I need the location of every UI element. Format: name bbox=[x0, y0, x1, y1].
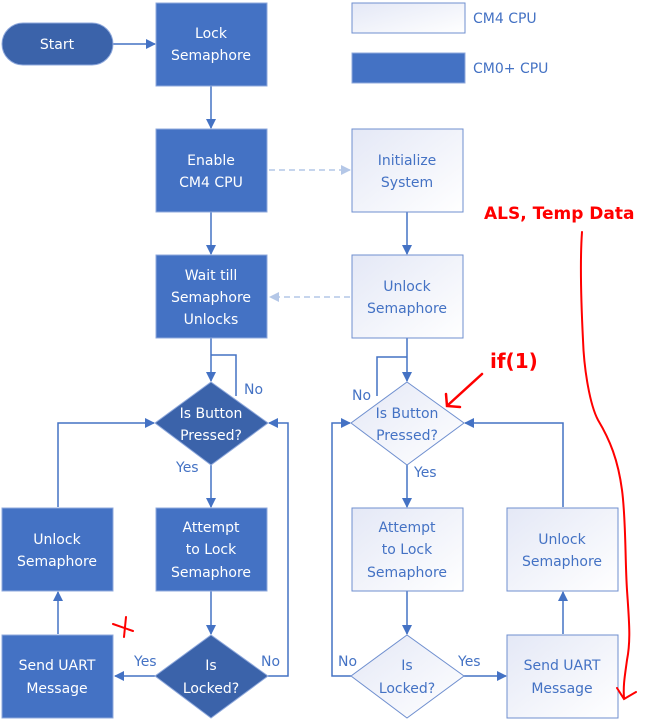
data-annotation-arrow bbox=[579, 231, 637, 701]
enable-label-line2: CM4 CPU bbox=[179, 175, 243, 191]
cm4-locked-no-label: No bbox=[338, 654, 357, 670]
node-enable-cm4: Enable CM4 CPU bbox=[155, 128, 268, 213]
cm4-button-no-loop bbox=[376, 356, 407, 396]
cm4-locked-yes-label: Yes bbox=[457, 654, 481, 670]
decision-is-locked: Is Locked? bbox=[154, 634, 269, 719]
node-cm4-send-uart: Send UART Message bbox=[506, 634, 619, 719]
lock-label-line2: Semaphore bbox=[171, 48, 251, 64]
button-no-loop bbox=[211, 354, 237, 396]
cm4-button-yes-label: Yes bbox=[413, 465, 437, 481]
unlock-to-button-loop bbox=[57, 418, 155, 507]
legend-cm0-swatch bbox=[351, 52, 466, 84]
node-start: Start bbox=[1, 22, 114, 66]
send-label-line2: Message bbox=[26, 681, 87, 697]
locked-no-label: No bbox=[261, 654, 280, 670]
wait-label-line2: Semaphore bbox=[171, 290, 251, 306]
cm4-send-line1: Send UART bbox=[524, 658, 601, 674]
attempt-label-line1: Attempt bbox=[183, 520, 240, 536]
send-label-line1: Send UART bbox=[19, 658, 96, 674]
button-label-line1: Is Button bbox=[180, 406, 243, 422]
decision-cm4-is-locked: Is Locked? bbox=[350, 634, 465, 719]
enable-label-line1: Enable bbox=[187, 153, 235, 169]
legend-cm0-label: CM0+ CPU bbox=[473, 61, 548, 77]
cm4-attempt-line2: to Lock bbox=[382, 542, 433, 558]
node-send-uart: Send UART Message bbox=[1, 634, 114, 719]
cm4-locked-line2: Locked? bbox=[379, 681, 435, 697]
annotations: if(1) ALS, Temp Data bbox=[112, 204, 637, 701]
node-attempt-lock: Attempt to Lock Semaphore bbox=[155, 507, 268, 592]
if-annotation-label: if(1) bbox=[490, 349, 538, 373]
decision-cm4-button-pressed: Is Button Pressed? bbox=[350, 381, 465, 466]
data-annotation-label: ALS, Temp Data bbox=[484, 204, 634, 224]
cm4-send-line2: Message bbox=[531, 681, 592, 697]
node-wait-semaphore: Wait till Semaphore Unlocks bbox=[155, 254, 268, 339]
node-cm4-attempt-lock: Attempt to Lock Semaphore bbox=[351, 507, 464, 592]
cm4-locked-no-loop bbox=[331, 418, 351, 677]
button-yes-label: Yes bbox=[175, 460, 199, 476]
start-label: Start bbox=[40, 37, 75, 53]
cm4-button-line1: Is Button bbox=[376, 406, 439, 422]
locked-label-line2: Locked? bbox=[183, 681, 239, 697]
cross-mark-icon bbox=[112, 616, 134, 638]
inter-cpu-connectors bbox=[269, 165, 351, 302]
wait-label-line3: Unlocks bbox=[184, 312, 239, 328]
init-label-line2: System bbox=[381, 175, 433, 191]
cm4-unlock-first-line2: Semaphore bbox=[367, 301, 447, 317]
node-unlock-semaphore: Unlock Semaphore bbox=[1, 507, 114, 592]
init-label-line1: Initialize bbox=[378, 153, 437, 169]
cm4-locked-line1: Is bbox=[401, 658, 412, 674]
node-initialize-system: Initialize System bbox=[351, 128, 464, 213]
cm4-unlock-line1: Unlock bbox=[538, 532, 586, 548]
legend-cm4-swatch bbox=[351, 2, 466, 34]
node-cm4-unlock-semaphore: Unlock Semaphore bbox=[506, 507, 619, 592]
cm4-unlock-first-line1: Unlock bbox=[383, 279, 431, 295]
wait-label-line1: Wait till bbox=[185, 268, 238, 284]
button-label-line2: Pressed? bbox=[180, 428, 242, 444]
button-no-label: No bbox=[244, 382, 263, 398]
node-lock-semaphore: Lock Semaphore bbox=[155, 2, 268, 87]
legend-cm4-label: CM4 CPU bbox=[473, 11, 537, 27]
cm4-button-no-label: No bbox=[352, 388, 371, 404]
cm0-connectors bbox=[53, 39, 289, 681]
locked-no-loop bbox=[268, 418, 289, 677]
attempt-label-line2: to Lock bbox=[186, 542, 237, 558]
locked-label-line1: Is bbox=[205, 658, 216, 674]
cm4-attempt-line3: Semaphore bbox=[367, 565, 447, 581]
legend: CM4 CPU CM0+ CPU bbox=[351, 2, 548, 84]
unlock-label-line1: Unlock bbox=[33, 532, 81, 548]
locked-yes-label: Yes bbox=[133, 654, 157, 670]
unlock-label-line2: Semaphore bbox=[17, 554, 97, 570]
node-cm4-unlock-first: Unlock Semaphore bbox=[351, 254, 464, 339]
cm4-unlock-line2: Semaphore bbox=[522, 554, 602, 570]
cm4-attempt-line1: Attempt bbox=[379, 520, 436, 536]
lock-label-line1: Lock bbox=[195, 26, 228, 42]
cm4-connectors bbox=[331, 212, 568, 681]
decision-button-pressed: Is Button Pressed? bbox=[154, 381, 269, 466]
if-annotation-arrow bbox=[444, 372, 484, 409]
attempt-label-line3: Semaphore bbox=[171, 565, 251, 581]
cm4-unlock-to-button-loop bbox=[464, 418, 564, 507]
cm4-button-line2: Pressed? bbox=[376, 428, 438, 444]
